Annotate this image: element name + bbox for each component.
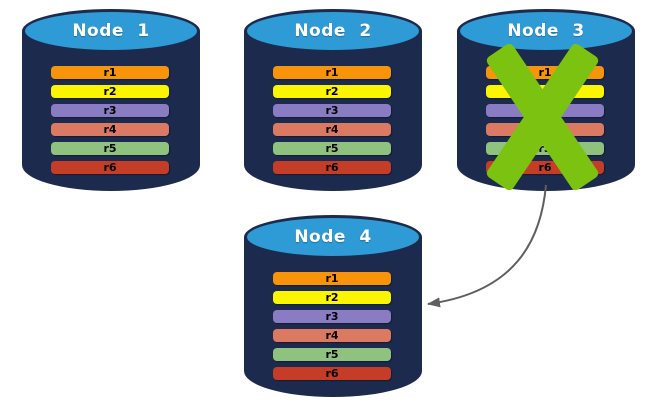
node-title: Node 2 <box>294 21 372 41</box>
replica-bar-r6: r6 <box>273 161 391 174</box>
node-3: Node 3 r1 r2 r3 r4 r5 r6 <box>457 9 635 192</box>
node-title: Node 1 <box>72 21 150 41</box>
replica-label: r1 <box>538 66 552 79</box>
replica-label: r1 <box>325 272 339 285</box>
replica-bar-r1: r1 <box>51 66 169 79</box>
replica-label: r6 <box>538 161 552 174</box>
cylinder-top: Node 1 <box>22 9 200 53</box>
replica-bar-r2: r2 <box>273 291 391 304</box>
replica-stack: r1 r2 r3 r4 r5 r6 <box>273 66 391 174</box>
replica-label: r3 <box>325 310 339 323</box>
replica-label: r4 <box>325 329 339 342</box>
node-title: Node 3 <box>507 21 585 41</box>
replica-bar-r6: r6 <box>273 367 391 380</box>
arrow-curve <box>427 184 547 308</box>
replica-bar-r2: r2 <box>51 85 169 98</box>
replica-label: r6 <box>325 161 339 174</box>
replica-bar-r2: r2 <box>273 85 391 98</box>
replica-bar-r5: r5 <box>273 142 391 155</box>
replica-label: r1 <box>103 66 117 79</box>
replica-bar-r5: r5 <box>51 142 169 155</box>
replica-bar-r5: r5 <box>273 348 391 361</box>
replica-label: r5 <box>325 348 339 361</box>
replica-bar-r3: r3 <box>51 104 169 117</box>
replica-bar-r3: r3 <box>273 104 391 117</box>
node-1: Node 1 r1 r2 r3 r4 r5 r6 <box>22 9 200 191</box>
node-title: Node 4 <box>294 227 372 247</box>
replica-bar-r4: r4 <box>51 123 169 136</box>
replica-label: r6 <box>325 367 339 380</box>
cylinder-top: Node 4 <box>244 215 422 259</box>
node-4: Node 4 r1 r2 r3 r4 r5 r6 <box>244 215 422 397</box>
replica-label: r5 <box>325 142 339 155</box>
replica-label: r3 <box>103 104 117 117</box>
replica-bar-r1: r1 <box>273 272 391 285</box>
node-2: Node 2 r1 r2 r3 r4 r5 r6 <box>244 9 422 191</box>
replica-label: r6 <box>103 161 117 174</box>
replica-stack: r1 r2 r3 r4 r5 r6 <box>273 272 391 380</box>
x-mark-icon <box>484 37 600 197</box>
replica-label: r5 <box>103 142 117 155</box>
replica-stack: r1 r2 r3 r4 r5 r6 <box>51 66 169 174</box>
cylinder-top: Node 2 <box>244 9 422 53</box>
cylinder-top: Node 3 <box>457 9 635 53</box>
replica-label: r2 <box>325 291 339 304</box>
replica-label: r1 <box>325 66 339 79</box>
replica-bar-r1: r1 <box>273 66 391 79</box>
replica-label: r4 <box>103 123 117 136</box>
replica-label: r2 <box>325 85 339 98</box>
replica-bar-r6: r6 <box>51 161 169 174</box>
replica-bar-r4: r4 <box>273 123 391 136</box>
replica-bar-r4: r4 <box>273 329 391 342</box>
replica-label: r2 <box>103 85 117 98</box>
replica-label: r3 <box>325 104 339 117</box>
replica-bar-r3: r3 <box>273 310 391 323</box>
replica-label: r4 <box>325 123 339 136</box>
